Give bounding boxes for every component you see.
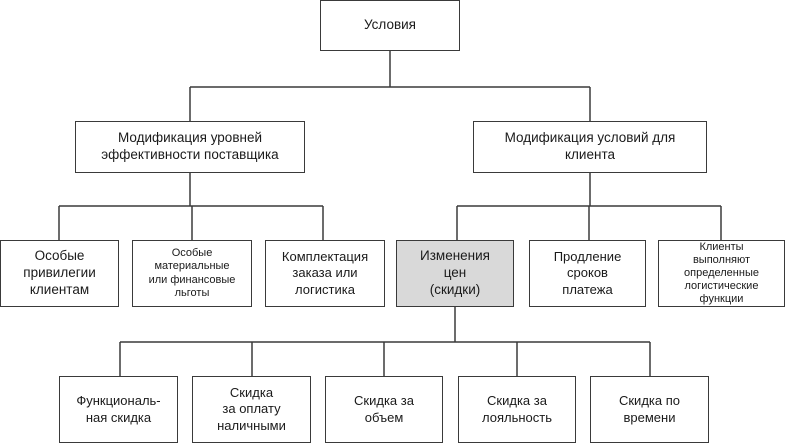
node-financial-benefits: Особые материальные или финансовые льгот… bbox=[132, 240, 252, 307]
node-functional-discount: Функциональ- ная скидка bbox=[59, 376, 178, 443]
node-volume-discount: Скидка за объем bbox=[325, 376, 443, 443]
node-price-changes: Изменения цен (скидки) bbox=[396, 240, 514, 307]
node-supplier-efficiency: Модификация уровней эффективности постав… bbox=[75, 121, 305, 173]
node-cash-discount: Скидка за оплату наличными bbox=[192, 376, 311, 443]
node-client-logistics: Клиенты выполняют определенные логистиче… bbox=[658, 240, 785, 307]
node-client-conditions: Модификация условий для клиента bbox=[473, 121, 707, 173]
root-node-conditions: Условия bbox=[320, 0, 460, 51]
node-order-logistics: Комплектация заказа или логистика bbox=[265, 240, 385, 307]
node-client-privileges: Особые привилегии клиентам bbox=[0, 240, 119, 307]
node-loyalty-discount: Скидка за лояльность bbox=[458, 376, 576, 443]
node-time-discount: Скидка по времени bbox=[590, 376, 709, 443]
node-payment-extension: Продление сроков платежа bbox=[529, 240, 646, 307]
